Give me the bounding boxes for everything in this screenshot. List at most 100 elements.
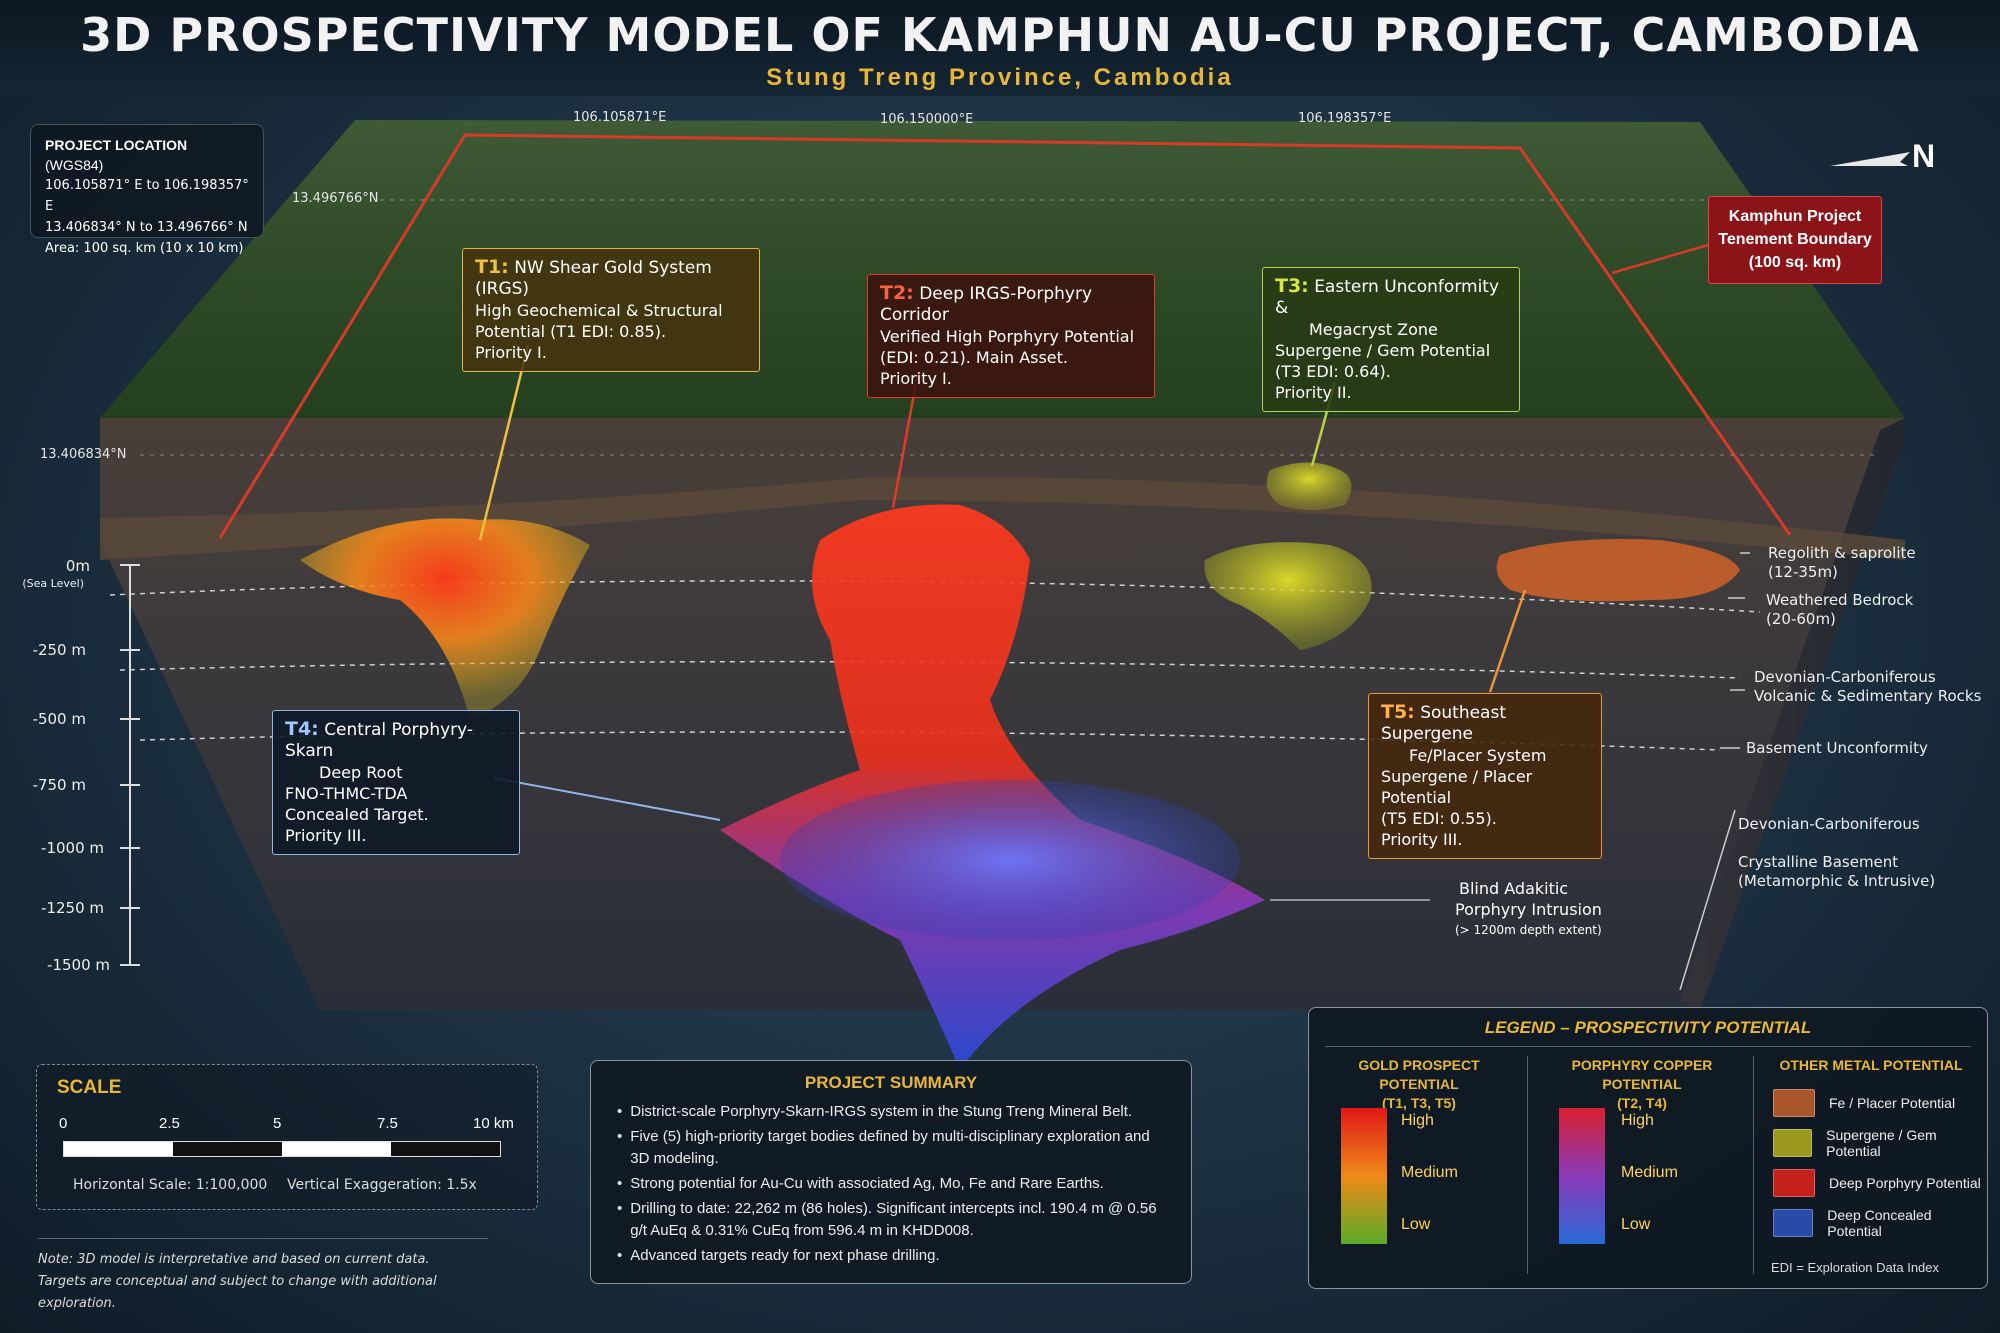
lon-label-east: 106.198357°E <box>1298 111 1392 126</box>
legend-level: Medium <box>1621 1164 1678 1181</box>
location-datum: (WGS84) <box>45 157 104 173</box>
t5-line: Fe/Placer System <box>1409 746 1547 765</box>
scale-tick: 0 <box>59 1115 68 1132</box>
t2-line: Priority I. <box>880 369 952 388</box>
header-bar <box>0 0 2000 96</box>
strata-sub: (20-60m) <box>1766 610 1836 628</box>
t4-line: Priority III. <box>285 826 367 845</box>
legend-heading: LEGEND – PROSPECTIVITY POTENTIAL <box>1484 1018 1812 1037</box>
summary-item: •Strong potential for Au-Cu with associa… <box>617 1175 1104 1192</box>
intrusion-label: Blind Adakitic Porphyry Intrusion (> 120… <box>1455 878 1602 941</box>
intrusion-line: Porphyry Intrusion <box>1455 900 1602 919</box>
legend-level: High <box>1621 1112 1654 1129</box>
legend-other-item: Supergene / Gem Potential <box>1773 1127 1983 1159</box>
scale-bar <box>63 1141 501 1157</box>
t3-line: Megacryst Zone <box>1309 320 1438 339</box>
t5-name: Southeast Supergene <box>1381 703 1506 744</box>
legend-copper-header: PORPHYRY COPPER POTENTIAL (T2, T4) <box>1571 1057 1713 1111</box>
depth-tick-label: 0m <box>65 557 90 575</box>
legend-other-header: OTHER METAL POTENTIAL <box>1779 1057 1963 1073</box>
disclaimer-note: Note: 3D model is interpretative and bas… <box>38 1238 488 1315</box>
t1-name: NW Shear Gold System (IRGS) <box>475 258 712 299</box>
t3-line: (T3 EDI: 0.64). <box>1275 362 1391 381</box>
north-arrow-icon <box>1830 152 1910 166</box>
t5-line: Supergene / Placer Potential <box>1381 767 1533 807</box>
t1-line: High Geochemical & Structural <box>475 301 723 320</box>
fe-placer-swatch <box>1773 1089 1815 1117</box>
strata-volcanic: Devonian-Carboniferous Volcanic & Sedime… <box>1754 668 1981 706</box>
page-subtitle: Stung Treng Province, Cambodia <box>766 64 1234 91</box>
t4-code: T4: <box>285 718 319 740</box>
t1-line: Priority I. <box>475 343 547 362</box>
t2-name: Deep IRGS-Porphyry Corridor <box>880 284 1093 325</box>
strata-sub: Volcanic & Sedimentary Rocks <box>1754 687 1982 705</box>
location-line: Area: 100 sq. km (10 x 10 km) <box>45 241 244 256</box>
boundary-line: Kamphun Project <box>1728 208 1862 225</box>
boundary-line: (100 sq. km) <box>1748 254 1842 271</box>
legend-gold-header: GOLD PROSPECT POTENTIAL (T1, T3, T5) <box>1358 1057 1480 1111</box>
t1-code: T1: <box>475 256 509 278</box>
location-heading: PROJECT LOCATION <box>45 137 188 153</box>
boundary-line: Tenement Boundary <box>1718 231 1872 248</box>
depth-tick-label: -1000 m <box>41 839 104 857</box>
scale-heading: SCALE <box>57 1077 122 1098</box>
supergene-swatch <box>1773 1129 1813 1157</box>
horizontal-scale: Horizontal Scale: 1:100,000 <box>73 1177 268 1193</box>
location-line: 106.105871° E to 106.198357° E <box>45 178 249 214</box>
t4-line: FNO-THMC-TDA <box>285 784 408 803</box>
t2-code: T2: <box>880 282 914 304</box>
scale-tick: 5 <box>273 1115 282 1132</box>
summary-item: •Five (5) high-priority target bodies de… <box>617 1128 1150 1167</box>
strata-label: Basement Unconformity <box>1746 739 1928 757</box>
location-lines: 106.105871° E to 106.198357° E 13.406834… <box>45 175 249 259</box>
legend-other-item: Deep Porphyry Potential <box>1773 1168 1983 1198</box>
t3-line: Priority II. <box>1275 383 1352 402</box>
page-title: 3D PROSPECTIVITY MODEL OF KAMPHUN AU-CU … <box>80 8 1920 62</box>
t5-placer-body <box>1496 539 1740 602</box>
edi-note: EDI = Exploration Data Index <box>1771 1260 1940 1275</box>
copper-gradient-bar <box>1559 1108 1605 1244</box>
target-t1-callout: T1: NW Shear Gold System (IRGS) High Geo… <box>462 248 760 372</box>
deep-porphyry-swatch <box>1773 1169 1815 1197</box>
boundary-callout: Kamphun Project Tenement Boundary (100 s… <box>1708 196 1882 284</box>
t2-line: Verified High Porphyry Potential <box>880 327 1135 346</box>
strata-sub: Crystalline Basement (Metamorphic & Intr… <box>1738 853 1936 890</box>
summary-heading: PROJECT SUMMARY <box>804 1073 978 1092</box>
target-t2-callout: T2: Deep IRGS-Porphyry Corridor Verified… <box>867 274 1155 398</box>
target-t3-callout: T3: Eastern Unconformity & Megacryst Zon… <box>1262 267 1520 412</box>
strata-label: Devonian-Carboniferous <box>1754 668 1936 686</box>
strata-basement: Devonian-Carboniferous Crystalline Basem… <box>1738 796 1935 910</box>
legend-level: Medium <box>1401 1164 1458 1181</box>
scale-tick: 10 km <box>473 1115 514 1132</box>
legend-box: LEGEND – PROSPECTIVITY POTENTIAL GOLD PR… <box>1308 1007 1988 1289</box>
summary-item: •Advanced targets ready for next phase d… <box>617 1247 940 1264</box>
t1-gold-body <box>300 518 590 720</box>
legend-level: Low <box>1621 1216 1651 1233</box>
t5-line: Priority III. <box>1381 830 1463 849</box>
t4-deep-body <box>780 780 1240 940</box>
t3-code: T3: <box>1275 275 1309 297</box>
surface-horizon <box>100 477 1905 560</box>
legend-other-list: Fe / Placer Potential Supergene / Gem Po… <box>1773 1088 1983 1248</box>
legend-level: Low <box>1401 1216 1431 1233</box>
t5-code: T5: <box>1381 701 1415 723</box>
project-location-box: PROJECT LOCATION (WGS84) 106.105871° E t… <box>30 124 264 256</box>
depth-tick-label: -500 m <box>32 710 86 728</box>
note-line: Targets are conceptual and subject to ch… <box>38 1274 437 1311</box>
t5-line: (T5 EDI: 0.55). <box>1381 809 1497 828</box>
deep-concealed-swatch <box>1773 1209 1814 1237</box>
legend-other-item: Fe / Placer Potential <box>1773 1088 1983 1118</box>
t2-line: (EDI: 0.21). Main Asset. <box>880 348 1069 367</box>
side-rock-face <box>1680 418 1905 1010</box>
lat-label-south: 13.406834°N <box>40 447 127 462</box>
t1-line: Potential (T1 EDI: 0.85). <box>475 322 667 341</box>
location-line: 13.406834° N to 13.496766° N <box>45 220 248 235</box>
north-label: N <box>1912 138 1936 174</box>
lon-label-west: 106.105871°E <box>573 110 667 125</box>
strata-label: Devonian-Carboniferous <box>1738 815 1920 833</box>
depth-tick-label: -750 m <box>32 776 86 794</box>
t3-name: Eastern Unconformity & <box>1275 277 1500 318</box>
summary-item: •District-scale Porphyry-Skarn-IRGS syst… <box>617 1103 1133 1120</box>
strata-unconformity: Basement Unconformity <box>1746 739 1928 758</box>
strata-weathered: Weathered Bedrock (20-60m) <box>1766 591 1913 629</box>
